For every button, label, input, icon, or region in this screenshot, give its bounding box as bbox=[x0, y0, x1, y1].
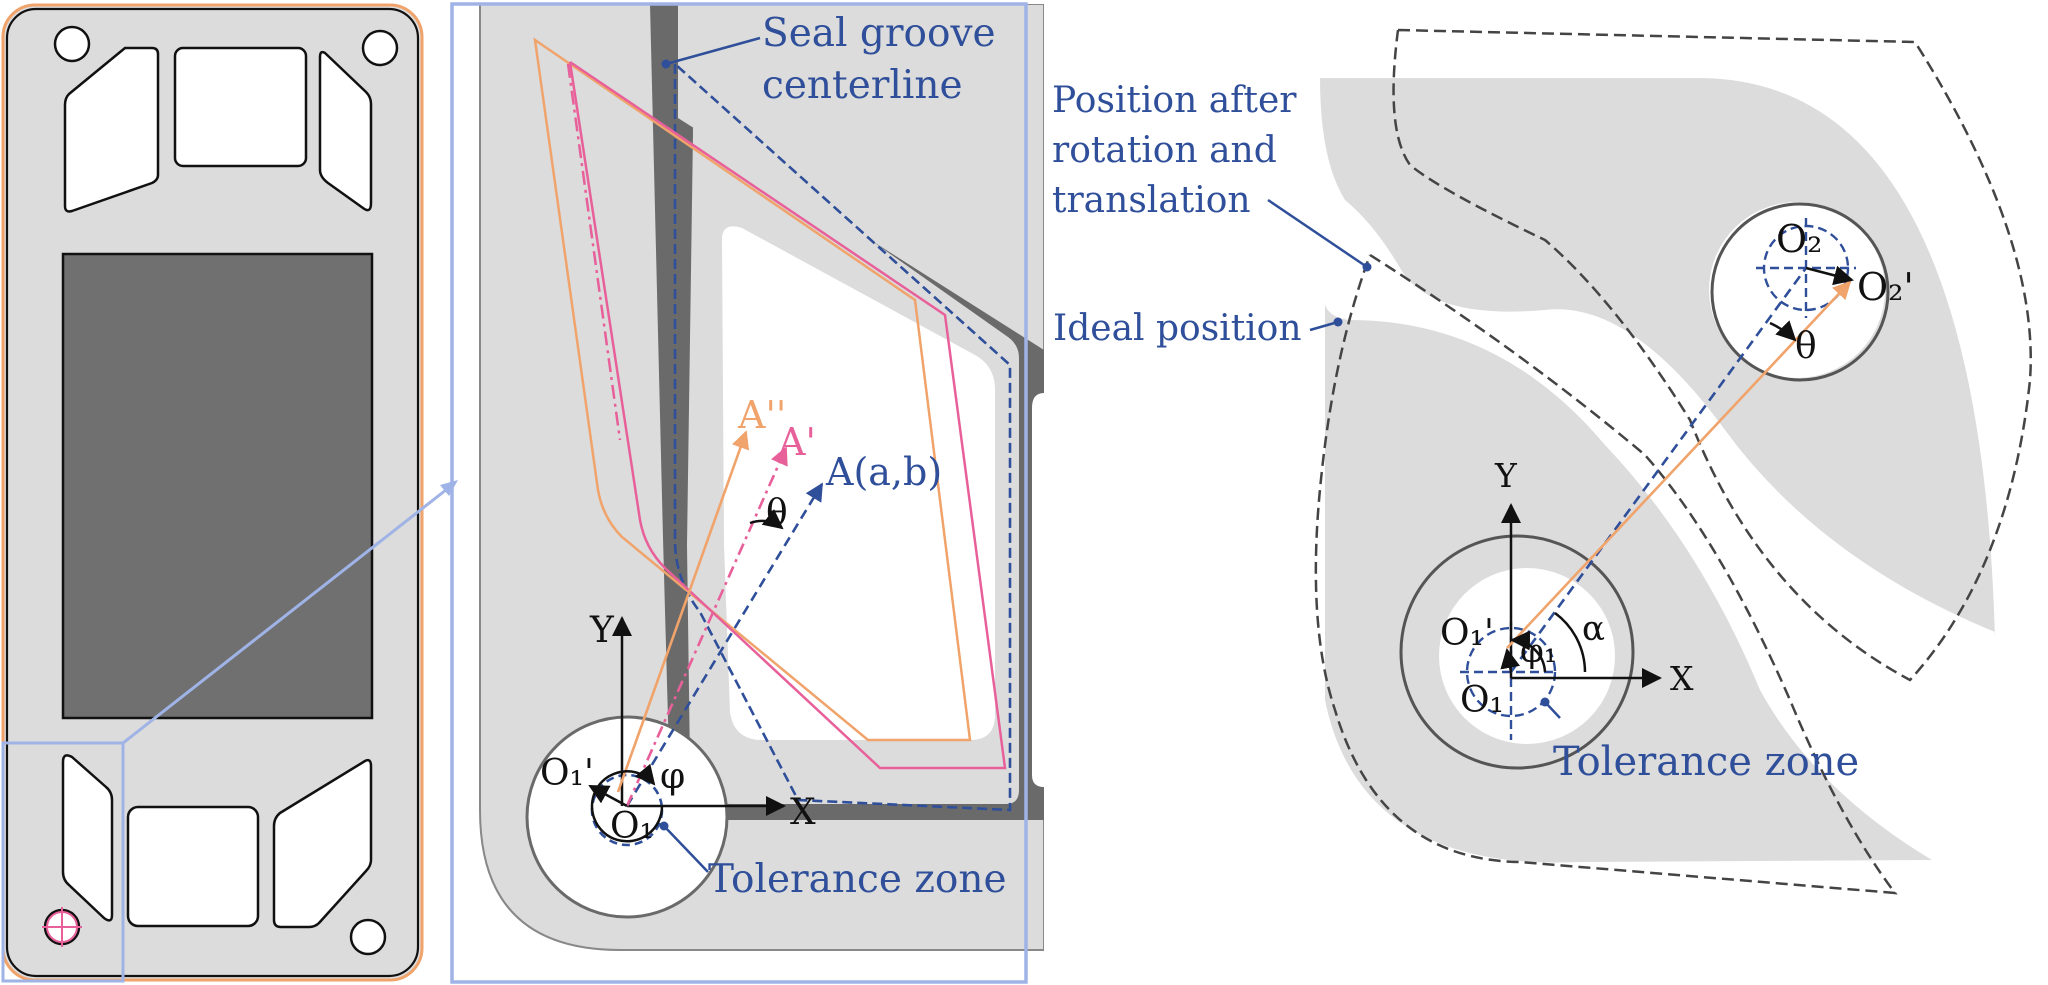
active-area bbox=[61, 252, 374, 720]
tolerance-zone-label-mid: Tolerance zone bbox=[708, 857, 1007, 902]
ideal-position-label: Ideal position bbox=[1053, 308, 1302, 349]
label-theta-right: θ bbox=[1795, 326, 1817, 367]
axis-y-label-mid: Y bbox=[589, 610, 615, 651]
vector-O1-A-prime bbox=[625, 446, 788, 807]
tolerance-zone-leader-mid-dot bbox=[659, 821, 669, 831]
label-O1-right: O₁ bbox=[1460, 680, 1504, 721]
middle-zoom-panel: Seal groove centerline A'' A' A(a,b) θ φ… bbox=[450, 2, 1044, 984]
part-outline-rotated bbox=[1392, 28, 2032, 682]
crosshair-icon bbox=[42, 907, 82, 947]
label-O2-prime: O₂' bbox=[1857, 265, 1914, 309]
position-after-label-line2: rotation and bbox=[1052, 130, 1277, 171]
vector-O1prime-A-double-prime bbox=[616, 430, 750, 793]
tolerance-zone-leader-right-dot bbox=[1540, 697, 1550, 707]
plate-hole-top-left bbox=[53, 25, 91, 63]
top-manifolds bbox=[63, 46, 373, 213]
lower-hole-outline bbox=[1399, 534, 1635, 770]
label-O1-prime-mid: O₁' bbox=[540, 753, 594, 794]
label-A-double-prime: A'' bbox=[737, 393, 786, 437]
seal-groove-leader bbox=[665, 36, 761, 66]
theta-arc bbox=[749, 509, 784, 530]
alpha-arc bbox=[1554, 611, 1587, 673]
position-after-label-line3: translation bbox=[1052, 180, 1251, 221]
seal-groove-leader-dot bbox=[661, 59, 671, 69]
label-O1-mid: O₁ bbox=[610, 806, 654, 847]
flow-channel-opening bbox=[722, 226, 995, 740]
theta-arc-right bbox=[1769, 320, 1797, 342]
label-O1-prime-right: O₁' bbox=[1440, 613, 1494, 654]
right-fit-panel: Position after rotation and translation … bbox=[1052, 28, 2032, 895]
seal-groove-centerline-rotated bbox=[568, 60, 1007, 770]
position-after-leader bbox=[1267, 198, 1368, 269]
seal-groove-label-line1: Seal groove bbox=[762, 11, 996, 56]
position-after-label-line1: Position after bbox=[1052, 80, 1297, 121]
middle-panel-frame bbox=[450, 2, 1028, 984]
label-alpha: α bbox=[1582, 609, 1605, 649]
label-A: A(a,b) bbox=[825, 450, 942, 494]
label-A-prime: A' bbox=[777, 420, 816, 464]
seal-groove-label-line2: centerline bbox=[762, 63, 963, 108]
tolerance-zone-leader-mid bbox=[663, 825, 709, 873]
position-after-leader-dot bbox=[1362, 262, 1372, 272]
line-O1prime-O2prime bbox=[1506, 280, 1852, 649]
right-edge-opening bbox=[1032, 393, 1044, 787]
upper-hole-outline bbox=[1710, 202, 1890, 382]
seal-groove-centerline-translated bbox=[533, 37, 972, 742]
label-O2: O₂ bbox=[1776, 217, 1822, 261]
tolerance-zone-label-right: Tolerance zone bbox=[1553, 739, 1859, 785]
plate-inner-outline bbox=[5, 7, 420, 978]
seal-groove-centerline-rotated-dashdot bbox=[566, 63, 622, 441]
phi1-arc bbox=[1510, 630, 1547, 673]
locating-hole-circle bbox=[525, 715, 729, 919]
ideal-position-leader bbox=[1309, 320, 1339, 332]
label-theta-mid: θ bbox=[766, 493, 788, 534]
part-outline-rotated-lower bbox=[1314, 253, 1898, 895]
ideal-position-leader-dot bbox=[1333, 317, 1343, 327]
plate-hole-bottom-right bbox=[349, 918, 387, 956]
left-plate-panel bbox=[1, 3, 424, 983]
zoom-connector-line bbox=[122, 484, 452, 745]
line-O1-O2-ideal bbox=[1509, 267, 1808, 673]
offset-O2-O2prime bbox=[1805, 265, 1854, 286]
zoom-region-box bbox=[1, 741, 125, 983]
vector-O1-A bbox=[625, 482, 824, 807]
label-phi1: φ₁ bbox=[1520, 631, 1557, 671]
phi-arc bbox=[590, 763, 664, 843]
label-phi: φ bbox=[660, 756, 685, 797]
lower-hole bbox=[1439, 568, 1615, 744]
bottom-manifolds bbox=[61, 754, 373, 929]
offset-O1-O1prime-right bbox=[1500, 648, 1521, 673]
plate-hole-top-right bbox=[361, 29, 399, 67]
axis-x-label-mid: X bbox=[790, 792, 816, 833]
axis-x-label-right: X bbox=[1670, 659, 1694, 698]
axis-y-label-right: Y bbox=[1494, 456, 1518, 495]
